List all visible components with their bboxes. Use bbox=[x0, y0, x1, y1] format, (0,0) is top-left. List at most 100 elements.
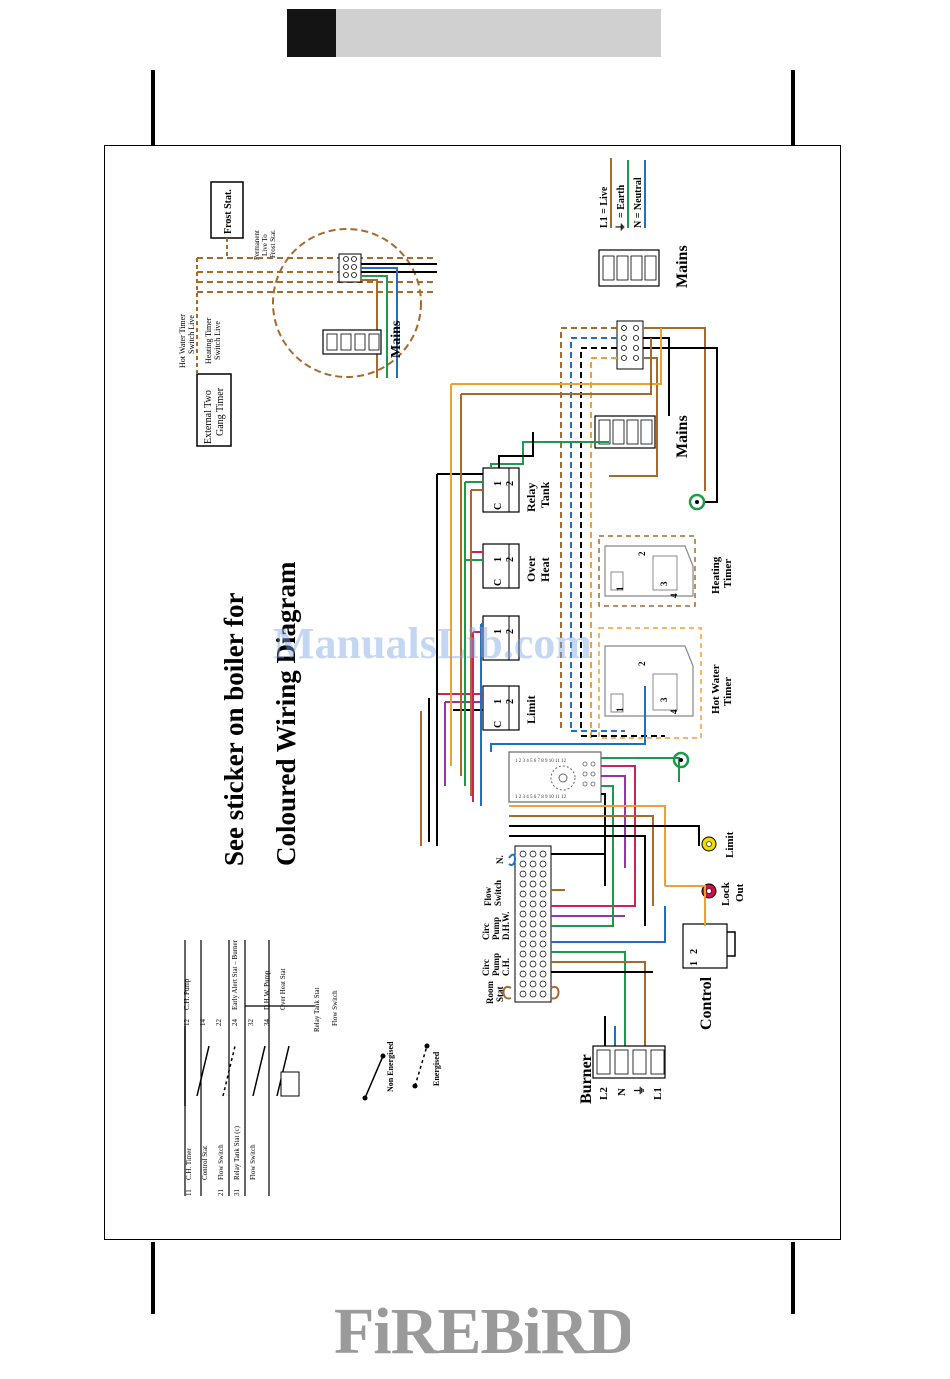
notice-line-1: See sticker on boiler for bbox=[219, 593, 249, 866]
flow-switch-label-1: Flow bbox=[483, 887, 493, 906]
terminal-hole bbox=[539, 890, 547, 898]
terminal-hole bbox=[529, 880, 537, 888]
lock-out-lamp: Lock Out bbox=[701, 881, 746, 906]
logo-text: FiREBiRD bbox=[334, 1295, 630, 1365]
overheat-label-1: Over bbox=[524, 555, 538, 582]
mains-top-label: Mains bbox=[674, 245, 691, 288]
relay-top-label-number: 14 bbox=[199, 1019, 207, 1027]
overheat-label-2: Heat bbox=[538, 557, 552, 582]
overheat-pin-c: C bbox=[493, 579, 504, 586]
circ-ch-label-2: Pump bbox=[491, 953, 501, 976]
relay-bottom-label-text: Flow Switch bbox=[217, 1144, 225, 1180]
energised-label: Energised bbox=[432, 1051, 441, 1086]
legend: L1 = Live = Earth ⏚ N = Neutral bbox=[599, 158, 646, 232]
heating-timer-ext-1: Heating Timer bbox=[204, 317, 213, 364]
pcb-wiring bbox=[490, 686, 700, 926]
margin-bar-bottom-left bbox=[151, 1242, 155, 1314]
two-gang-timer-box bbox=[196, 373, 232, 447]
terminal-hole bbox=[539, 880, 547, 888]
terminal-hole bbox=[529, 990, 537, 998]
terminal-hole bbox=[539, 980, 547, 988]
terminal-hole bbox=[539, 910, 547, 918]
terminal-hole bbox=[519, 910, 527, 918]
terminal-hole bbox=[519, 880, 527, 888]
terminal-hole bbox=[529, 920, 537, 928]
flow-switch-label-2: Switch bbox=[493, 880, 503, 906]
terminal-hole bbox=[539, 850, 547, 858]
term-n-label: N. bbox=[495, 855, 505, 864]
relay-pin-c: C bbox=[493, 503, 504, 510]
relay-bottom-label-number: 21 bbox=[217, 1189, 225, 1197]
terminal-hole bbox=[519, 920, 527, 928]
limit-pin-1: 1 bbox=[493, 699, 504, 704]
frost-stat-box bbox=[210, 181, 244, 239]
wiring-diagram-frame: See sticker on boiler for Coloured Wirin… bbox=[104, 145, 841, 1240]
circle-mains-label: Mains bbox=[389, 320, 404, 358]
terminal-hole bbox=[519, 890, 527, 898]
control-label: Control bbox=[698, 976, 715, 1030]
relay-top-label-number: 24 bbox=[231, 1019, 239, 1027]
heating-timer-label-2: Timer bbox=[722, 559, 734, 588]
terminal-hole bbox=[539, 990, 547, 998]
circ-dhw-label-3: D.H.W. bbox=[501, 912, 511, 940]
burner-term-l2: L2 bbox=[598, 1087, 610, 1100]
burner-block: L2 N ⏚ L1 Burner bbox=[578, 1045, 666, 1104]
overheat-pin-2: 2 bbox=[505, 557, 516, 562]
terminal-hole bbox=[529, 860, 537, 868]
watermark: ManualsLib.com bbox=[273, 619, 592, 668]
control-pin-1: 1 bbox=[689, 961, 700, 966]
terminal-hole bbox=[519, 930, 527, 938]
terminal-hole bbox=[539, 870, 547, 878]
lock-out-label-2: Out bbox=[734, 883, 746, 902]
terminal-hole bbox=[529, 980, 537, 988]
terminal-hole bbox=[539, 860, 547, 868]
terminal-hole bbox=[519, 870, 527, 878]
terminal-hole bbox=[529, 890, 537, 898]
hw-timer-label-2: Switch Live bbox=[187, 315, 196, 354]
terminal-hole bbox=[519, 850, 527, 858]
legend-earth-symbol: ⏚ bbox=[615, 222, 627, 232]
limit-lamp-label: Limit bbox=[724, 831, 736, 858]
terminal-hole bbox=[529, 870, 537, 878]
hw-timer-label-2: Timer bbox=[722, 677, 734, 706]
circ-dhw-label-1: Circ bbox=[481, 923, 491, 940]
limit-pin-2: 2 bbox=[505, 699, 516, 704]
relay-top-label-number: 12 bbox=[183, 1019, 191, 1027]
terminal-hole bbox=[529, 950, 537, 958]
mains-top-right: Mains bbox=[598, 245, 691, 288]
non-energised-label: Non Energised bbox=[386, 1041, 395, 1092]
relay-bottom-label-text: Relay Tank Stat (c) bbox=[233, 1125, 241, 1180]
relay-bottom-label-text: C.H. Timer bbox=[185, 1148, 193, 1180]
terminal-hole bbox=[519, 980, 527, 988]
legend-live: L1 = Live bbox=[599, 186, 610, 228]
permanent-live-1: Permanent bbox=[253, 230, 261, 260]
lock-out-label-1: Lock bbox=[720, 881, 732, 906]
svg-text:1 2 3 4 5 6 7 8 9 10 11 12: 1 2 3 4 5 6 7 8 9 10 11 12 bbox=[515, 795, 567, 800]
terminal-hole bbox=[539, 970, 547, 978]
permanent-live-2: Live To bbox=[261, 234, 269, 256]
two-gang-label-1: External Two bbox=[203, 390, 214, 444]
relay-label-2: Tank bbox=[538, 481, 552, 508]
mains-centre: Mains bbox=[594, 320, 718, 511]
terminal-hole bbox=[529, 970, 537, 978]
heating-timer-label-1: Heating bbox=[710, 556, 722, 594]
margin-bar-top-right bbox=[791, 70, 795, 145]
wiring-diagram-canvas: See sticker on boiler for Coloured Wirin… bbox=[178, 158, 746, 1196]
terminal-wiring bbox=[551, 853, 706, 1046]
frost-stat-label: Frost Stat. bbox=[223, 189, 234, 234]
terminal-hole bbox=[529, 960, 537, 968]
burner-term-earth: ⏚ bbox=[633, 1085, 646, 1096]
external-mains-circle: Mains bbox=[272, 228, 437, 378]
ht-pin-3: 3 bbox=[659, 581, 669, 586]
permanent-live-3: Frost Stat. bbox=[269, 229, 277, 258]
control-pin-2: 2 bbox=[689, 949, 700, 954]
relay-pin-2: 2 bbox=[505, 481, 516, 486]
terminal-hole bbox=[539, 940, 547, 948]
ht-pin-2: 2 bbox=[637, 551, 647, 556]
terminal-hole bbox=[519, 950, 527, 958]
terminal-hole bbox=[529, 850, 537, 858]
limit-lamp: Limit bbox=[701, 831, 736, 858]
overheat-pin-1: 1 bbox=[493, 557, 504, 562]
